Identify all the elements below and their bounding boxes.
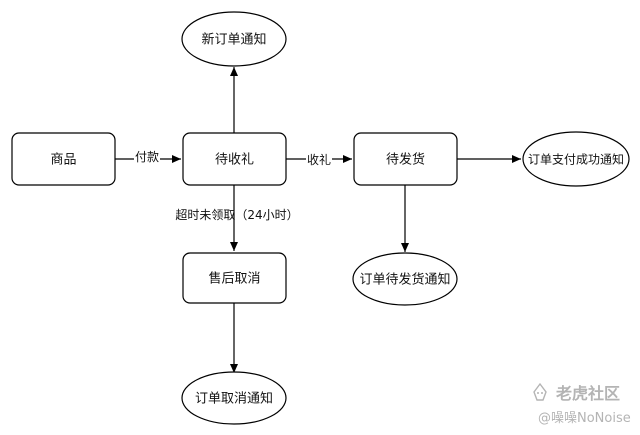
watermark-author: @噪噪NoNoise: [538, 411, 631, 426]
edge-label-receive: 收礼: [307, 152, 331, 167]
node-ship-notice: 订单待发货通知: [352, 252, 458, 306]
node-paid-notice-label: 订单支付成功通知: [528, 153, 624, 167]
node-paid-notice: 订单支付成功通知: [522, 131, 630, 187]
edge-label-receive-bg: [306, 152, 332, 167]
node-product-label: 商品: [50, 153, 76, 168]
node-new-order-notice: 新订单通知: [181, 11, 287, 67]
watermark-brand: 老虎社区: [555, 384, 620, 403]
node-pending-gift: 待收礼: [182, 132, 287, 186]
node-cancel-label: 售后取消: [208, 271, 260, 287]
edge-label-timeout: 超时未领取（24小时）: [175, 207, 298, 222]
edge-label-pay: 付款: [135, 150, 159, 164]
node-ship-notice-label: 订单待发货通知: [359, 272, 450, 288]
node-new-order-notice-label: 新订单通知: [201, 32, 266, 48]
node-cancel-notice-label: 订单取消通知: [195, 391, 273, 407]
tiger-logo-icon: [533, 382, 547, 401]
node-cancel-notice: 订单取消通知: [181, 371, 287, 425]
node-product: 商品: [11, 132, 116, 186]
node-pending-ship: 待发货: [353, 132, 458, 186]
node-cancel: 售后取消: [182, 252, 287, 304]
edge-label-pay-bg: [134, 149, 160, 164]
node-pending-gift-label: 待收礼: [215, 152, 254, 168]
node-pending-ship-label: 待发货: [386, 152, 425, 168]
watermark: 老虎社区 @噪噪NoNoise: [533, 382, 631, 426]
